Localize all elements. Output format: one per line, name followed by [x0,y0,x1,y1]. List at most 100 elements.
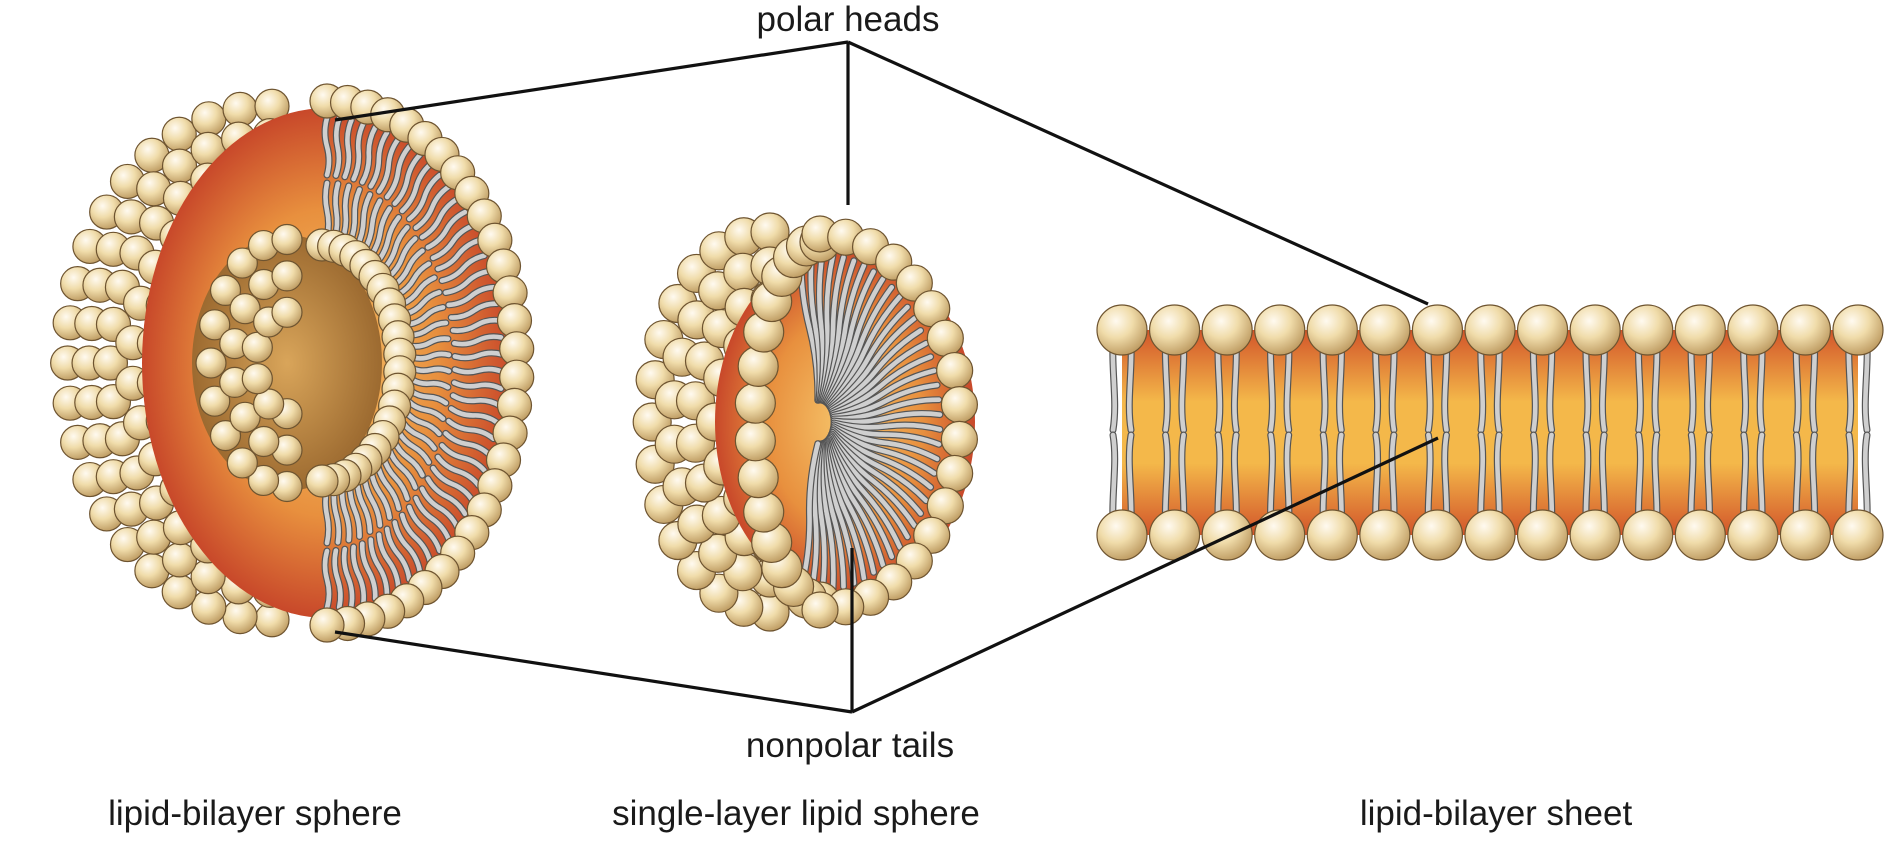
polar-head [1096,304,1148,356]
nonpolar-tail [400,419,437,451]
nonpolar-tail [410,366,452,374]
nonpolar-tail [430,223,475,261]
nonpolar-tail [448,406,500,425]
nonpolar-tail [376,532,401,590]
nonpolar-tail [831,422,942,447]
nonpolar-tail [351,121,366,182]
nonpolar-tail [439,253,487,283]
nonpolar-tail [450,393,502,408]
nonpolar-tail [408,388,449,406]
nonpolar-tail [446,285,496,308]
polar-head [199,385,231,417]
nonpolar-tail [375,215,401,265]
polar-head [926,319,964,357]
nonpolar-tail [359,541,378,601]
nonpolar-tail [392,152,422,206]
nonpolar-tail [354,192,373,249]
polar-head [936,454,974,493]
polar-head [737,457,779,499]
polar-head [191,589,227,625]
polar-head [271,260,303,292]
nonpolar-tail [333,116,342,178]
nonpolar-tail [798,441,821,591]
nonpolar-tail [831,424,940,462]
polar-head [1306,509,1358,561]
nonpolar-tail [384,526,412,582]
nonpolar-tail [360,125,378,185]
polar-head [1622,509,1674,561]
nonpolar-tail [375,461,401,511]
nonpolar-tail [831,426,937,476]
polar-head [1306,304,1358,356]
nonpolar-tail [386,236,418,279]
nonpolar-tail [443,268,492,295]
nonpolar-tail [384,144,412,200]
nonpolar-tail [341,546,355,608]
nonpolar-tail [408,320,449,338]
polar-head [1148,304,1201,356]
nonpolar-tail [430,465,475,503]
nonpolar-tail [406,305,446,327]
polar-head [936,351,974,390]
polar-head [1727,304,1779,356]
polar-head [1359,509,1411,561]
nonpolar-tail [362,473,383,528]
polar-head [940,386,979,424]
nonpolar-tail [391,438,425,478]
nonpolar-tail [391,248,425,288]
polar-head [1464,509,1516,561]
polar-head [734,382,776,424]
caption-lipid-bilayer-sheet: lipid-bilayer sheet [1359,794,1633,833]
polar-head [1727,509,1779,561]
nonpolar-tail [354,477,373,534]
polar-head [940,420,979,458]
nonpolar-tail [407,173,442,222]
polar-head [1674,304,1726,356]
nonpolar-tail [831,382,940,420]
nonpolar-tail [435,238,481,272]
polar-head [1516,509,1569,561]
polar-head [1464,304,1516,356]
polar-head [1832,509,1884,561]
polar-head [1254,509,1306,561]
nonpolar-tail [831,397,942,422]
polar-head [229,401,261,433]
nonpolar-tail [409,377,451,390]
nonpolar-tail [435,454,481,488]
polar-head [209,419,242,452]
nonpolar-tail [831,368,937,418]
nonpolar-tail [386,447,418,490]
polar-head [241,363,273,395]
nonpolar-tail [376,136,401,194]
polar-head [309,607,345,643]
nonpolar-tail [413,184,451,231]
polar-head [226,447,258,479]
nonpolar-tail [413,495,451,542]
nonpolar-tail [322,548,332,611]
lipid-bilayer-sheet-illustration [1096,304,1884,561]
nonpolar-tail [419,486,460,530]
nonpolar-tail [403,409,442,436]
nonpolar-tail [831,420,943,432]
nonpolar-tail [368,537,390,596]
leader-line [334,630,853,714]
nonpolar-tail [368,206,392,258]
nonpolar-tail [339,483,352,543]
polar-head [895,264,933,302]
polar-head [1516,304,1569,356]
nonpolar-tail [351,544,366,605]
nonpolar-tail [322,115,332,178]
polar-head [195,347,227,379]
nonpolar-tail [340,183,352,243]
nonpolar-tail [407,504,442,553]
nonpolar-tail [425,209,468,250]
polar-head [248,425,280,458]
single-layer-lipid-sphere-illustration [632,212,979,632]
nonpolar-tail [368,468,392,520]
nonpolar-tail [396,261,432,297]
polar-head [1411,509,1464,561]
nonpolar-tail [443,431,492,458]
nonpolar-tail [368,130,390,189]
